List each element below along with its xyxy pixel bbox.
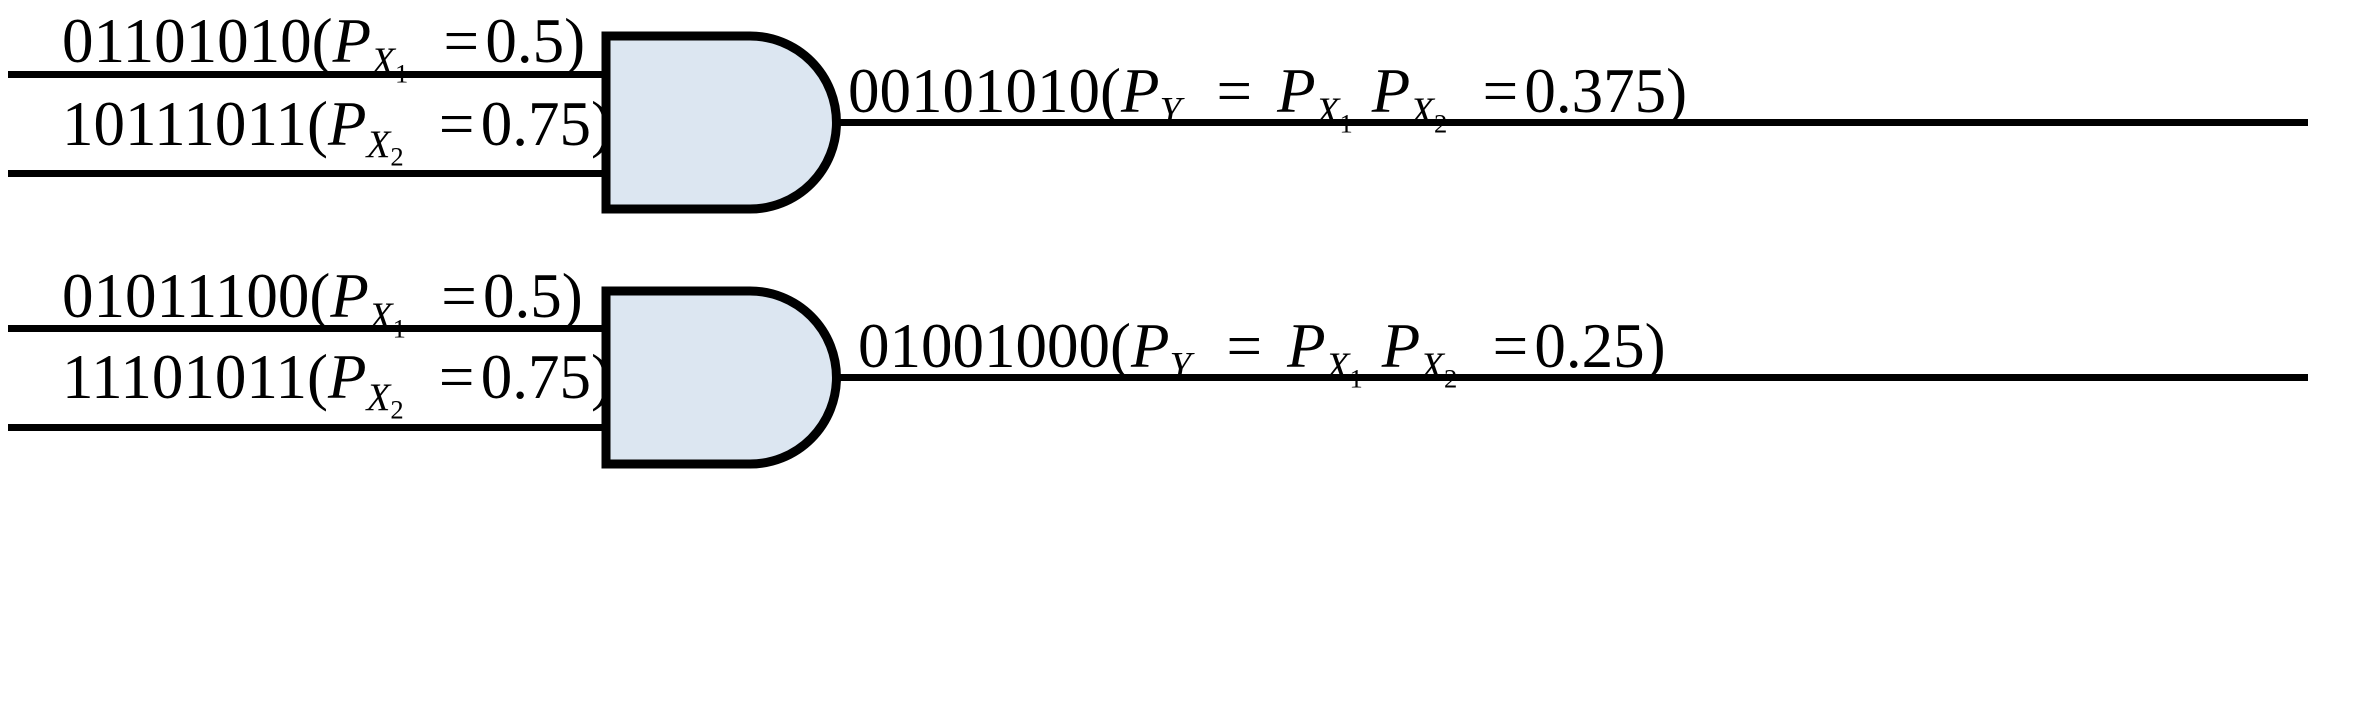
gate1-input1-wire bbox=[8, 71, 605, 78]
gate2-input2-bits: 11101011 bbox=[62, 342, 307, 412]
gate2-input1-label: 01011100(PX1=0.5) bbox=[62, 265, 583, 342]
gate1-output-close-paren: ) bbox=[1666, 56, 1688, 126]
and-gate-2-shape bbox=[601, 286, 841, 469]
gate2-input2-variable: P bbox=[327, 342, 367, 412]
gate1-output-operator-1: = bbox=[1216, 56, 1252, 126]
gate1-output-subscript: Y bbox=[1159, 89, 1182, 133]
gate1-input2-subscript: X2 bbox=[366, 122, 404, 172]
gate2-input2-value: 0.75 bbox=[480, 342, 591, 412]
and-gate-1-shape bbox=[601, 31, 841, 214]
gate2-input2-operator: = bbox=[438, 342, 475, 412]
gate1-input1-variable: P bbox=[332, 6, 372, 76]
gate2-input1-bits: 01011100 bbox=[62, 261, 310, 331]
gate1-input2-value: 0.75 bbox=[480, 89, 591, 159]
and-gate-2 bbox=[598, 285, 848, 470]
gate1-input1-operator: = bbox=[443, 6, 480, 76]
gate1-output-wire bbox=[838, 119, 2308, 126]
gate1-output-factor1-variable: P bbox=[1277, 56, 1316, 126]
gate2-output-value: 0.25 bbox=[1534, 311, 1645, 381]
gate2-output-factor1-variable: P bbox=[1287, 311, 1326, 381]
gate1-input2-bits: 10111011 bbox=[62, 89, 307, 159]
gate2-output-operator-1: = bbox=[1226, 311, 1262, 381]
and-gate-1 bbox=[598, 30, 848, 215]
gate2-output-subscript: Y bbox=[1169, 344, 1192, 388]
gate1-input2-open-paren: ( bbox=[307, 89, 328, 159]
gate1-input1-bits: 01101010 bbox=[62, 6, 312, 76]
gate1-input1-open-paren: ( bbox=[311, 6, 333, 76]
gate1-input2-variable: P bbox=[327, 89, 367, 159]
gate1-input1-label: 01101010(PX1=0.5) bbox=[62, 10, 585, 87]
gate1-input2-operator: = bbox=[438, 89, 475, 159]
gate2-input1-operator: = bbox=[441, 261, 477, 331]
gate1-output-value: 0.375 bbox=[1524, 56, 1667, 126]
gate2-output-close-paren: ) bbox=[1644, 311, 1666, 381]
and-gate-1-outline bbox=[601, 31, 841, 214]
gate2-output-wire bbox=[838, 374, 2308, 381]
gate2-input2-open-paren: ( bbox=[307, 342, 328, 412]
gate2-input2-subscript: X2 bbox=[366, 375, 404, 425]
gate1-output-operator-2: = bbox=[1482, 56, 1519, 126]
gate2-output-operator-2: = bbox=[1492, 311, 1529, 381]
gate1-output-variable: P bbox=[1120, 56, 1160, 126]
gate2-output-factor2-subscript: X2 bbox=[1420, 344, 1458, 394]
gate1-output-factor2-subscript: X2 bbox=[1410, 89, 1448, 139]
gate1-output-bits: 00101010 bbox=[848, 56, 1100, 126]
gate2-output-bits: 01001000 bbox=[858, 311, 1110, 381]
gate1-output-factor1-subscript: X1 bbox=[1315, 89, 1353, 139]
gate2-input2-wire bbox=[8, 424, 605, 431]
gate1-output-open-paren: ( bbox=[1100, 56, 1121, 126]
gate2-input2-label: 11101011(PX2=0.75) bbox=[62, 346, 612, 423]
gate2-input1-variable: P bbox=[330, 261, 369, 331]
gate2-output-factor1-subscript: X1 bbox=[1325, 344, 1363, 394]
gate1-input1-value: 0.5 bbox=[485, 6, 565, 76]
gate1-input2-label: 10111011(PX2=0.75) bbox=[62, 93, 612, 170]
and-gate-2-outline bbox=[601, 286, 841, 469]
gate2-output-variable: P bbox=[1130, 311, 1170, 381]
gate2-input1-wire bbox=[8, 325, 605, 332]
gate2-output-factor2-variable: P bbox=[1381, 311, 1421, 381]
gate1-input2-wire bbox=[8, 170, 605, 177]
gate2-input1-value: 0.5 bbox=[483, 261, 562, 331]
gate2-output-open-paren: ( bbox=[1110, 311, 1131, 381]
gate1-output-factor2-variable: P bbox=[1371, 56, 1411, 126]
gate2-input1-open-paren: ( bbox=[309, 261, 331, 331]
gate1-input1-close-paren: ) bbox=[564, 6, 586, 76]
gate2-input1-close-paren: ) bbox=[561, 261, 583, 331]
